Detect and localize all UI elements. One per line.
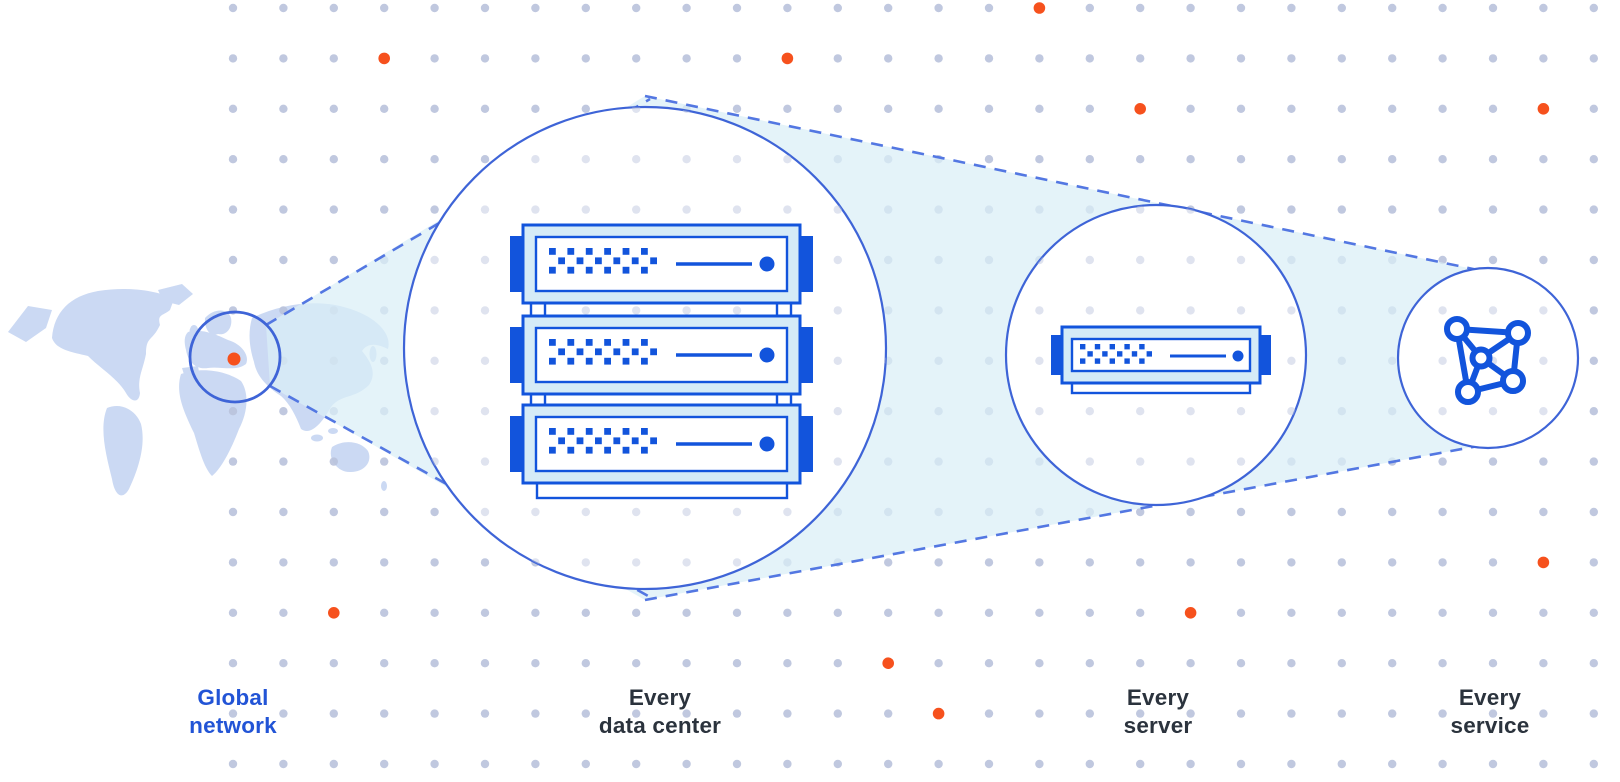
label-line: Every — [628, 685, 692, 710]
network-mesh-icon — [1444, 316, 1531, 405]
highlight-pin-icon — [227, 352, 241, 366]
server-icon — [1051, 325, 1271, 395]
label-global-network: Global network — [189, 684, 277, 740]
label-line: service — [1450, 713, 1530, 738]
dashed-line-top-right — [644, 94, 1479, 272]
label-line: server — [1123, 713, 1193, 738]
label-line: data center — [598, 713, 722, 738]
label-every-server: Every server — [1124, 684, 1193, 740]
label-line: network — [189, 713, 277, 738]
server-rack-icon — [510, 223, 813, 500]
label-every-service: Every service — [1451, 684, 1530, 740]
global-network-circle — [188, 310, 282, 404]
label-line: Every — [1458, 685, 1522, 710]
label-every-data-center: Every data center — [599, 684, 721, 740]
label-line: Global — [197, 685, 269, 710]
dashed-line-bottom-right — [644, 444, 1479, 602]
dashed-line-top-left — [265, 97, 651, 327]
accent-dots — [328, 2, 1550, 720]
label-line: Every — [1126, 685, 1190, 710]
